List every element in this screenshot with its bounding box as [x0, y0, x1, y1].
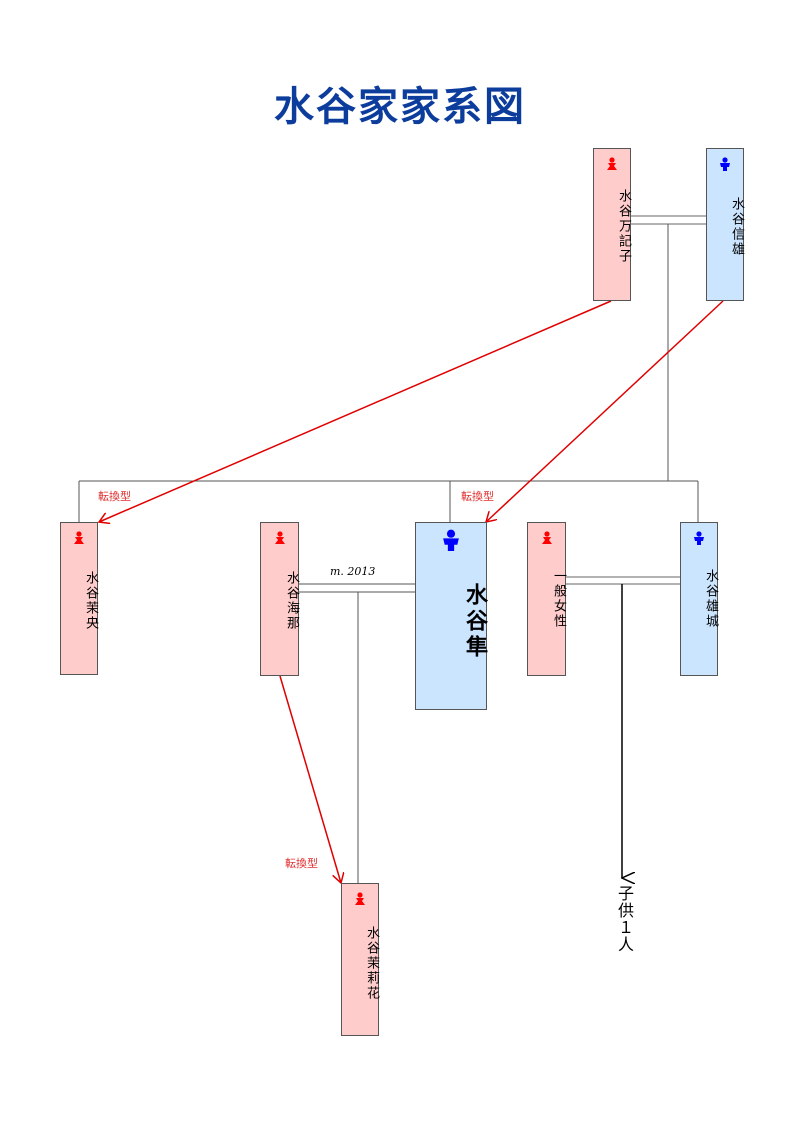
female-icon [274, 531, 285, 544]
transposition-arrow-makiko-mao [99, 300, 612, 522]
person-box-ippan[interactable]: 一般女性 [527, 522, 566, 676]
person-box-mao[interactable]: 水谷茉央 [60, 522, 98, 675]
person-box-nobuo[interactable]: 水谷信雄 [706, 148, 744, 301]
person-name: 水谷隼 [462, 583, 488, 661]
person-box-hayato[interactable]: 水谷隼 [415, 522, 488, 710]
person-name: 水谷雄城 [703, 569, 718, 629]
marriage-line-parents [631, 215, 706, 225]
marriage-line-hayato-mina [299, 583, 415, 593]
male-icon [443, 529, 459, 551]
person-box-mina[interactable]: 水谷海那 [260, 522, 299, 676]
person-name: 水谷信雄 [729, 197, 744, 257]
male-icon [694, 531, 704, 545]
person-name: 一般女性 [551, 569, 566, 629]
female-icon [74, 531, 84, 544]
transposition-label-marika: 転換型 [285, 857, 318, 870]
marriage-line-yuki-ippan [566, 576, 680, 585]
person-box-marika[interactable]: 水谷茉莉花 [341, 883, 379, 1036]
marriage-year-label: m. 2013 [330, 565, 376, 578]
person-name: 水谷万記子 [616, 189, 631, 264]
person-name: 水谷茉央 [83, 571, 98, 631]
female-icon [541, 531, 552, 544]
page-title: 水谷家家系図 [274, 83, 526, 130]
transposition-label-hayato: 転換型 [461, 490, 494, 503]
transposition-arrow-mina-marika [279, 675, 341, 883]
person-box-yuki[interactable]: 水谷雄城 [680, 522, 718, 676]
transposition-arrow-nobuo-hayato [486, 300, 724, 522]
person-name: 水谷海那 [284, 571, 299, 631]
female-icon [607, 157, 617, 170]
transposition-label-mao: 転換型 [98, 490, 131, 503]
person-box-makiko[interactable]: 水谷万記子 [593, 148, 631, 301]
person-name: 水谷茉莉花 [364, 926, 379, 1001]
male-icon [720, 157, 730, 171]
children-note: 子供１人 [615, 885, 634, 953]
female-icon [355, 892, 365, 905]
